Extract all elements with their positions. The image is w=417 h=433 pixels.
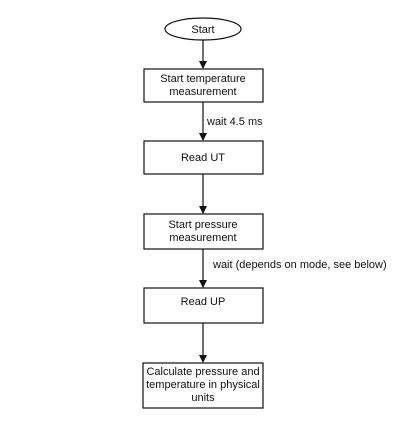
process-read-up bbox=[143, 287, 264, 324]
start-terminal-label: Start bbox=[191, 24, 214, 36]
process-label-line: Calculate pressure and bbox=[146, 366, 259, 378]
process-label-line: units bbox=[191, 392, 215, 404]
edge-label-wait-temp: wait 4.5 ms bbox=[206, 116, 263, 128]
process-label-line: measurement bbox=[169, 86, 236, 98]
process-calculate-pressure-temperature bbox=[142, 362, 264, 409]
process-label-line: temperature in physical bbox=[146, 379, 260, 391]
process-label-line: measurement bbox=[169, 232, 236, 244]
process-label-line: Start pressure bbox=[168, 219, 237, 231]
process-start-pressure-measurement bbox=[143, 213, 264, 250]
process-label-line: Read UT bbox=[181, 152, 225, 164]
edge-label-wait-pressure: wait (depends on mode, see below) bbox=[212, 259, 387, 271]
process-label-line: Read UP bbox=[181, 296, 226, 308]
process-label-line: Start temperature bbox=[160, 73, 246, 85]
process-start-temperature-measurement bbox=[143, 68, 264, 103]
